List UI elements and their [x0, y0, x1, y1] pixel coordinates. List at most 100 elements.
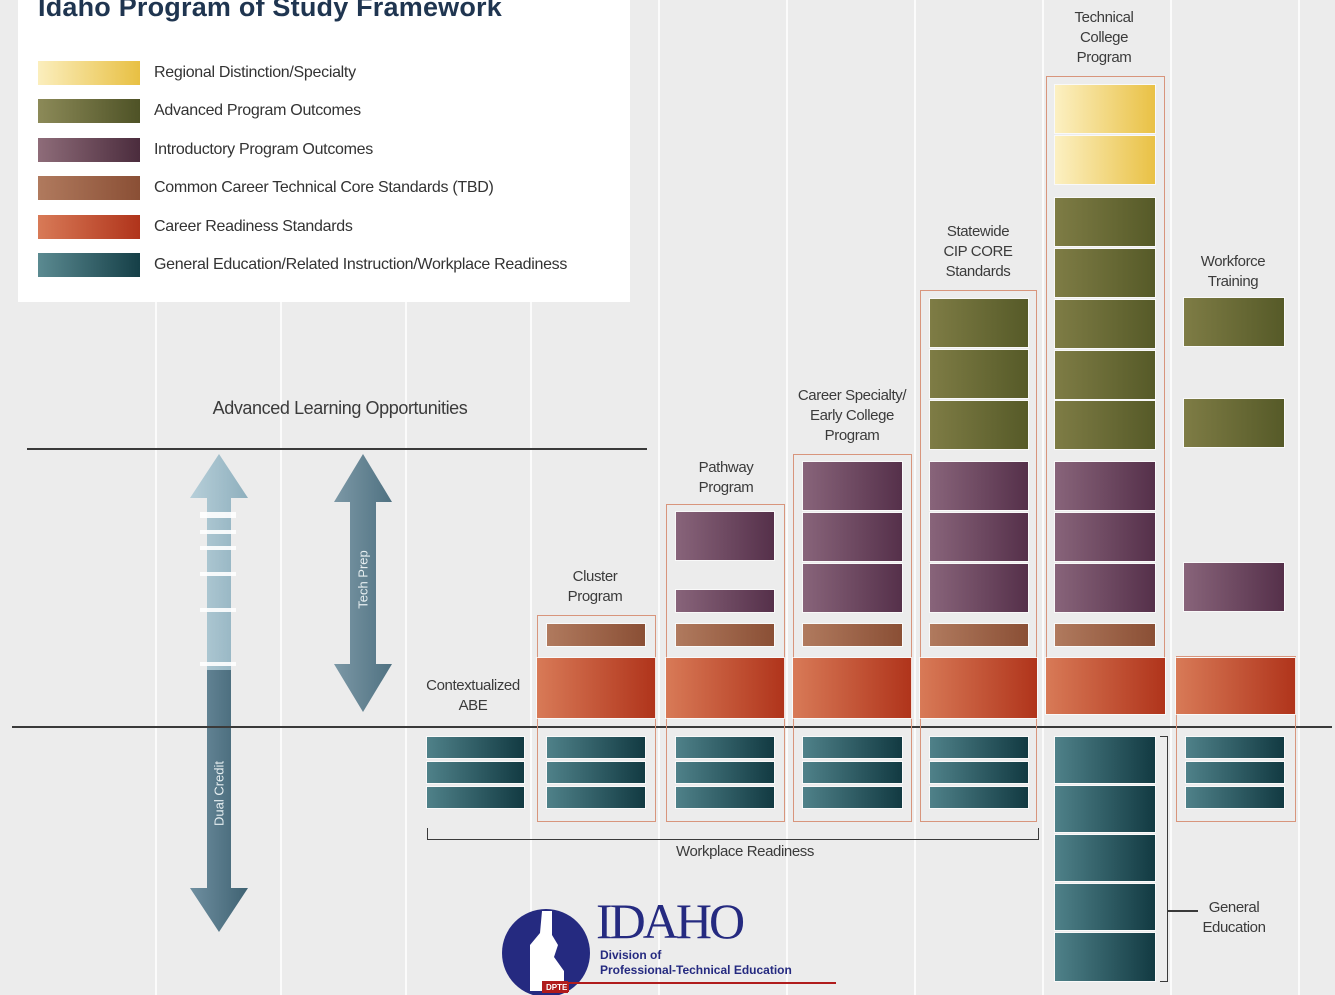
technical-teal-block [1055, 786, 1155, 832]
background-stripe [280, 0, 282, 995]
technical-readiness-block [1046, 658, 1165, 714]
dual-credit-arrow [190, 454, 248, 932]
statewide-intro-block [930, 564, 1028, 612]
technical-advanced-block [1055, 401, 1155, 449]
legend-label: Career Readiness Standards [154, 218, 353, 235]
legend-swatch-gold [38, 61, 140, 85]
tech-prep-arrow [334, 454, 392, 712]
statewide-teal-block [930, 787, 1028, 808]
technical-intro-block [1055, 564, 1155, 612]
logo-underline [560, 982, 836, 984]
career-intro-block [803, 513, 902, 561]
page-title: Idaho Program of Study Framework [38, 0, 502, 22]
statewide-core-block [930, 624, 1028, 646]
contextualized-abe-label: Contextualized ABE [426, 677, 520, 714]
technical-teal-block [1055, 835, 1155, 881]
legend-swatch-rust [38, 215, 140, 239]
workforce-advanced-block [1184, 399, 1284, 447]
workforce-training-label: Workforce Training [1200, 253, 1266, 290]
career-intro-block [803, 462, 902, 510]
pathway-readiness-block [666, 658, 784, 718]
legend-item-general-education: General Education/Related Instruction/Wo… [38, 252, 567, 278]
statewide-intro-block [930, 462, 1028, 510]
career-core-block [803, 624, 902, 646]
workforce-advanced-block [1184, 298, 1284, 346]
legend-item-introductory: Introductory Program Outcomes [38, 137, 373, 163]
workforce-teal-block [1186, 762, 1284, 783]
technical-core-block [1055, 624, 1155, 646]
dual-credit-label: Dual Credit [211, 760, 227, 827]
workforce-intro-block [1184, 563, 1284, 611]
abe-teal-block [427, 787, 524, 808]
pathway-intro-block [676, 512, 774, 560]
general-education-label: General Education [1202, 899, 1266, 936]
legend-item-regional: Regional Distinction/Specialty [38, 60, 356, 86]
logo-badge: DPTE [544, 983, 570, 992]
background-stripe [1298, 0, 1300, 995]
logo-wordmark: IDAHO [596, 893, 745, 949]
technical-advanced-block [1055, 351, 1155, 399]
technical-regional-block [1055, 136, 1155, 184]
legend-label: Advanced Program Outcomes [154, 102, 361, 119]
tech-prep-label: Tech Prep [355, 550, 371, 609]
technical-advanced-block [1055, 249, 1155, 297]
career-readiness-block [793, 658, 911, 718]
technical-teal-block [1055, 737, 1155, 783]
career-specialty-label: Career Specialty/ Early College Program [797, 387, 907, 444]
career-specialty-outline [793, 454, 912, 822]
logo-subtitle-line1: Division of [600, 948, 662, 962]
technical-college-label: Technical College Program [1074, 9, 1134, 66]
technical-regional-block [1055, 85, 1155, 133]
general-education-tick [1168, 910, 1198, 912]
abe-teal-block [427, 762, 524, 783]
cluster-teal-block [547, 787, 645, 808]
technical-advanced-block [1055, 198, 1155, 246]
pathway-teal-block [676, 762, 774, 783]
career-teal-block [803, 762, 902, 783]
general-education-bracket [1160, 736, 1168, 982]
legend-item-core: Common Career Technical Core Standards (… [38, 175, 494, 201]
career-teal-block [803, 787, 902, 808]
legend-label: Common Career Technical Core Standards (… [154, 179, 494, 196]
background-stripe [914, 0, 916, 995]
background-stripe [155, 0, 157, 995]
pathway-program-label: Pathway Program [698, 459, 754, 496]
workplace-readiness-label: Workplace Readiness [675, 843, 815, 860]
cluster-core-block [547, 624, 645, 646]
advanced-learning-line [27, 448, 647, 450]
background-stripe [1170, 0, 1172, 995]
statewide-advanced-block [930, 350, 1028, 398]
pathway-teal-block [676, 787, 774, 808]
statewide-readiness-block [920, 658, 1037, 718]
legend-label: Introductory Program Outcomes [154, 141, 373, 158]
legend-swatch-olive [38, 99, 140, 123]
technical-intro-block [1055, 462, 1155, 510]
background-stripe [405, 0, 407, 995]
career-intro-block [803, 564, 902, 612]
workforce-teal-block [1186, 787, 1284, 808]
background-stripe [786, 0, 788, 995]
legend-swatch-brown [38, 176, 140, 200]
advanced-learning-label: Advanced Learning Opportunities [212, 398, 468, 418]
technical-intro-block [1055, 513, 1155, 561]
legend-item-career-readiness: Career Readiness Standards [38, 214, 353, 240]
cluster-program-outline [537, 615, 656, 822]
pathway-intro-block [676, 590, 774, 612]
workplace-readiness-bracket [427, 828, 1039, 840]
technical-teal-block [1055, 884, 1155, 930]
workforce-readiness-block [1176, 658, 1295, 714]
pathway-core-block [676, 624, 774, 646]
legend-swatch-plum [38, 138, 140, 162]
legend-swatch-teal [38, 253, 140, 277]
statewide-advanced-block [930, 299, 1028, 347]
workforce-training-outline [1176, 656, 1296, 822]
background-stripe [1042, 0, 1044, 995]
career-teal-block [803, 737, 902, 758]
statewide-cip-outline [920, 290, 1037, 822]
cluster-readiness-block [537, 658, 655, 718]
statewide-cip-label: Statewide CIP CORE Standards [943, 223, 1013, 280]
baseline-divider [12, 726, 1332, 728]
statewide-intro-block [930, 513, 1028, 561]
legend-label: Regional Distinction/Specialty [154, 64, 356, 81]
cluster-teal-block [547, 762, 645, 783]
